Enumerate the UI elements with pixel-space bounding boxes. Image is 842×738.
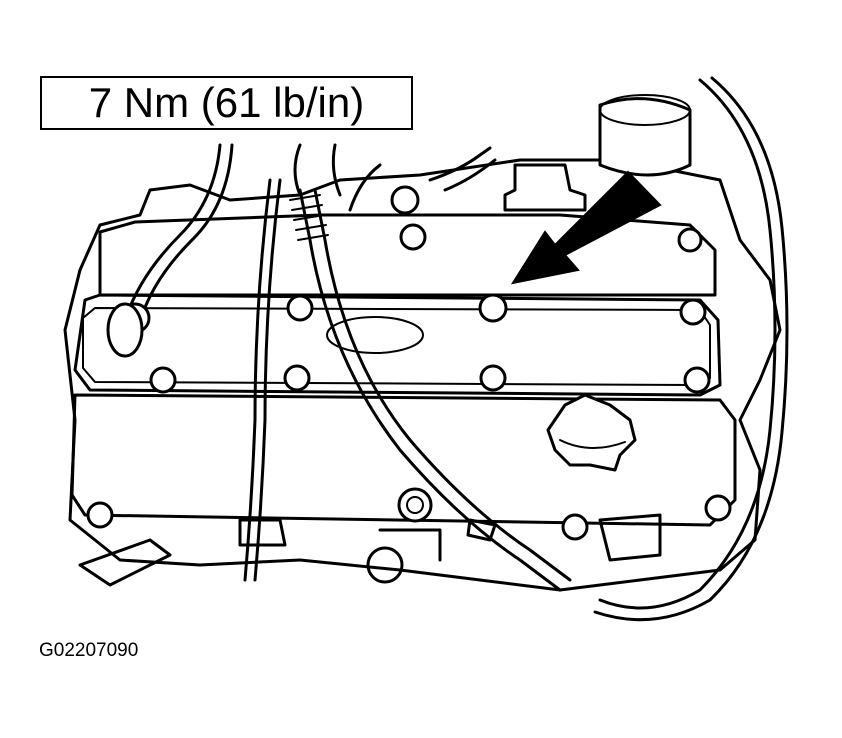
breather-canister-top	[599, 94, 691, 126]
oil-filler-cap-ridge	[559, 439, 626, 450]
torque-label-box: 7 Nm (61 lb/in)	[40, 76, 413, 130]
bolt	[478, 293, 508, 323]
lower-pulley	[366, 546, 404, 584]
pcv-fitting	[106, 302, 144, 358]
bolt	[283, 364, 311, 392]
bolt	[390, 185, 420, 215]
bolt-inner	[406, 496, 424, 514]
hose-top-4	[428, 146, 492, 182]
throttle-cable	[243, 178, 272, 582]
throttle-cable-edge	[253, 178, 282, 582]
cylinder-head-top	[98, 213, 717, 297]
torque-label: 7 Nm (61 lb/in)	[88, 79, 365, 126]
bolt	[677, 227, 703, 253]
bolt	[679, 298, 707, 326]
outer-cable-right	[598, 78, 777, 610]
bolt	[683, 366, 711, 394]
breather-canister	[598, 97, 692, 177]
lower-bracket-center	[378, 528, 442, 562]
corrugated-cable	[298, 188, 562, 592]
figure-id: G02207090	[39, 640, 139, 661]
hose-top-4-edge	[443, 158, 497, 192]
cover-emblem	[326, 316, 424, 354]
engine-block-outline	[63, 158, 782, 592]
pointer-arrow	[510, 170, 662, 285]
vacuum-hose-left-edge	[138, 143, 234, 324]
cable-corrugation	[289, 194, 329, 241]
oil-filler-cap	[546, 393, 637, 472]
bolt	[397, 487, 433, 523]
valve-cover-bolts	[86, 185, 732, 541]
hose-top-3	[348, 163, 382, 212]
lower-bracket-left	[78, 538, 172, 587]
hose-top-1	[293, 143, 302, 197]
bolt	[704, 494, 732, 522]
cable-clip	[238, 518, 287, 547]
sensor-bracket	[503, 163, 587, 212]
bolt	[479, 364, 507, 392]
outer-cable-right-edge	[593, 76, 789, 622]
cable-clip-2	[466, 518, 497, 542]
bolt	[399, 223, 427, 251]
hose-top-2	[331, 143, 342, 197]
bolt	[561, 513, 589, 541]
vacuum-hose-left	[123, 143, 222, 322]
bolt	[86, 501, 114, 529]
bolt	[149, 366, 177, 394]
bolt	[286, 294, 314, 322]
lower-bracket-right	[598, 513, 662, 562]
